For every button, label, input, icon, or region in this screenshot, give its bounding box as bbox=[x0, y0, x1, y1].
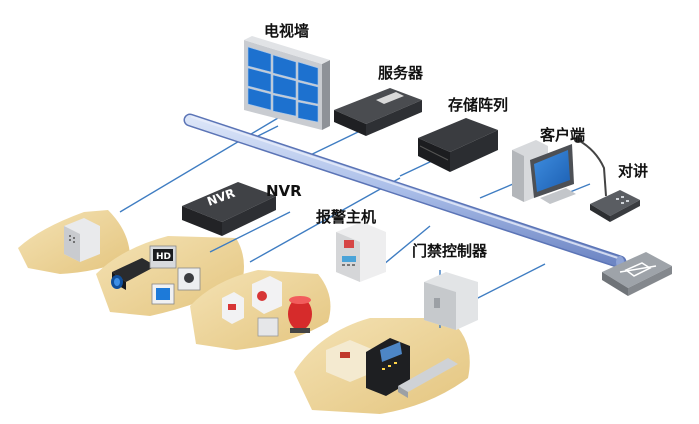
network-switch-icon bbox=[602, 252, 672, 296]
intercom-panel-icon bbox=[64, 218, 100, 262]
client-pc-icon bbox=[512, 140, 576, 204]
tv-wall-icon bbox=[244, 36, 330, 130]
magnetic-lock-icon bbox=[398, 358, 458, 398]
exit-button-icon bbox=[326, 340, 374, 382]
storage-array-label: 存储阵列 bbox=[448, 96, 509, 114]
intercom-console-icon bbox=[574, 137, 640, 222]
bullet-camera-icon bbox=[111, 258, 156, 290]
intercom-label: 对讲 bbox=[618, 162, 649, 180]
nvr-icon: NVR bbox=[182, 182, 276, 236]
smoke-detector-icon bbox=[257, 317, 279, 337]
tv-wall-label: 电视墙 bbox=[264, 22, 310, 40]
server-icon bbox=[334, 88, 422, 136]
access-controller-label: 门禁控制器 bbox=[412, 242, 488, 260]
alarm-host-label: 报警主机 bbox=[316, 208, 377, 226]
hd-badge-text: HD bbox=[156, 252, 171, 262]
hd-camera-icon: HD bbox=[149, 245, 177, 269]
emergency-button-icon bbox=[222, 292, 244, 324]
alarm-host-icon bbox=[336, 222, 386, 282]
storage-array-icon bbox=[418, 118, 498, 172]
dome-camera-icon bbox=[151, 267, 201, 305]
nvr-label: NVR bbox=[266, 182, 302, 200]
card-reader-icon bbox=[366, 338, 410, 396]
alarm-button-icon bbox=[252, 276, 282, 314]
access-controller-icon bbox=[424, 272, 478, 330]
siren-icon bbox=[288, 296, 312, 333]
client-label: 客户端 bbox=[540, 126, 586, 144]
server-label: 服务器 bbox=[378, 64, 424, 82]
